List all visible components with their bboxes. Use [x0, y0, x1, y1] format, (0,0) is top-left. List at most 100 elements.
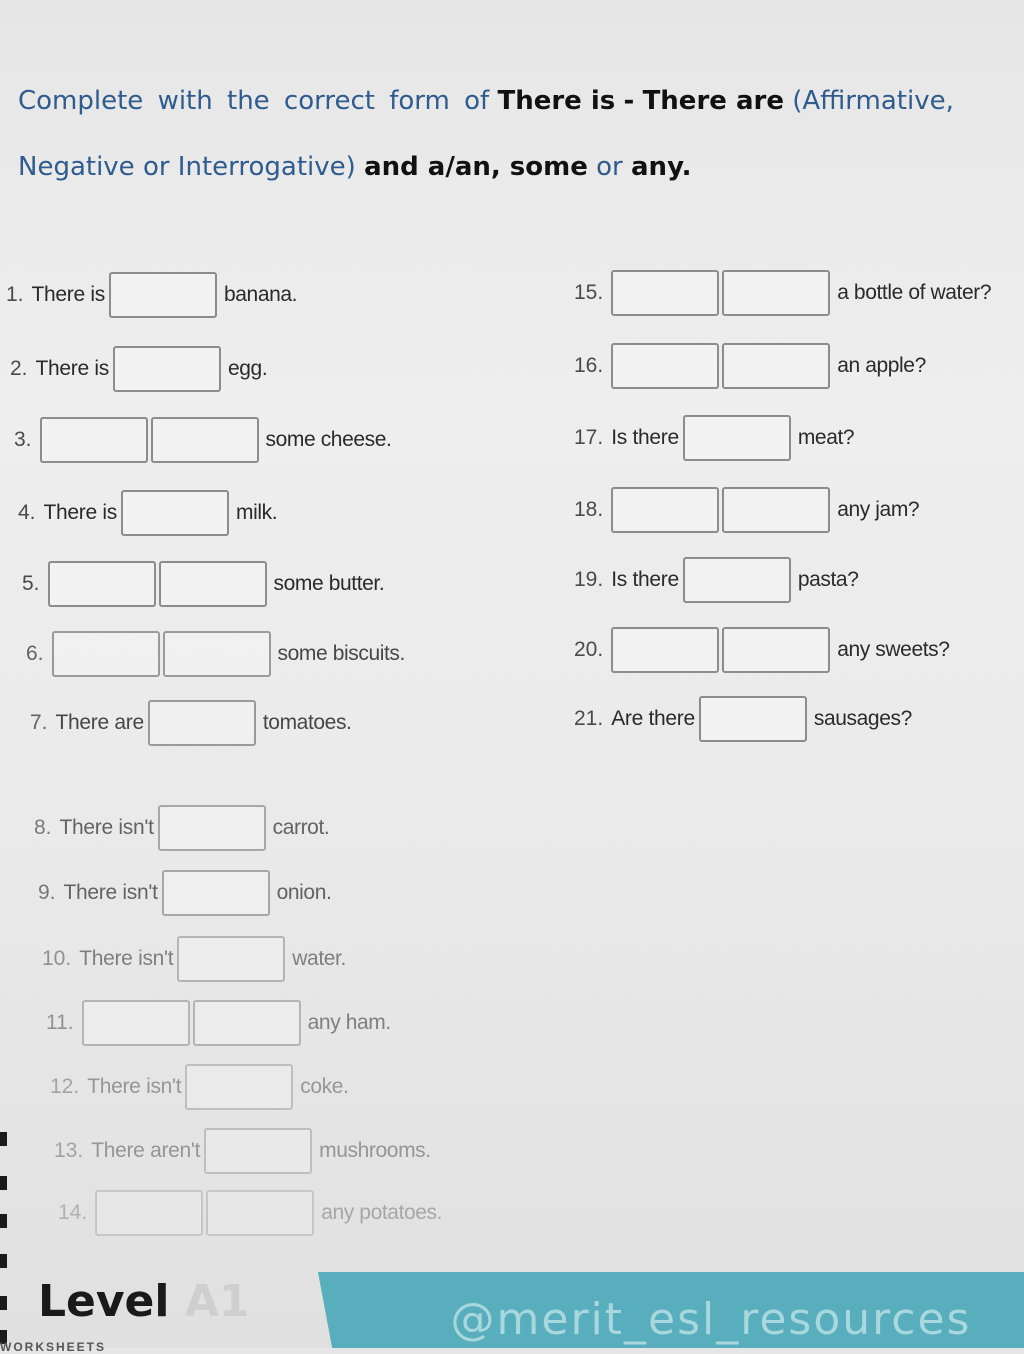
any-keyword: any. [631, 152, 692, 182]
answer-blank[interactable] [722, 487, 831, 533]
exercise-number: 2. [10, 357, 28, 380]
answer-blank[interactable] [611, 343, 720, 389]
footer-banner: @merit_esl_resources [318, 1272, 1024, 1348]
exercise-suffix: some biscuits. [277, 642, 406, 665]
level-code: A1 [184, 1276, 250, 1327]
answer-blank[interactable] [682, 557, 791, 603]
exercise-suffix: milk. [235, 501, 278, 524]
exercise-suffix: meat? [797, 426, 855, 449]
answer-blank[interactable] [81, 1000, 190, 1046]
exercise-number: 19. [574, 568, 604, 591]
answer-blank[interactable] [47, 561, 156, 607]
exercise-item-14: 14.any potatoes. [58, 1190, 443, 1236]
answer-blank[interactable] [161, 870, 270, 916]
exercise-suffix: any sweets? [837, 638, 950, 661]
exercise-number: 18. [574, 498, 604, 521]
exercise-suffix: a bottle of water? [837, 281, 992, 304]
exercise-prefix: There aren't [91, 1139, 201, 1162]
exercise-item-5: 5. some butter. [22, 561, 385, 607]
answer-blank[interactable] [698, 696, 807, 742]
answer-blank[interactable] [150, 417, 259, 463]
exercise-prefix: There isn't [79, 947, 174, 970]
answer-blank[interactable] [158, 561, 267, 607]
answer-blank[interactable] [147, 700, 256, 746]
binding-mark [0, 1132, 7, 1146]
there-is-keyword: There is [497, 86, 616, 116]
answer-blank[interactable] [162, 631, 271, 677]
level-word: Level [38, 1276, 170, 1327]
instructions-line-2: Negative or Interrogative) and a/an, som… [18, 134, 1008, 200]
answer-blank[interactable] [51, 631, 160, 677]
exercise-number: 5. [22, 572, 40, 595]
answer-blank[interactable] [722, 343, 831, 389]
exercise-number: 15. [574, 281, 604, 304]
exercise-suffix: any ham. [307, 1011, 392, 1034]
binding-mark [0, 1254, 7, 1268]
answer-blank[interactable] [39, 417, 148, 463]
answer-blank[interactable] [108, 272, 217, 318]
exercise-item-15: 15. a bottle of water? [574, 270, 992, 316]
instructions: Complete with the correct form of There … [18, 68, 1008, 200]
exercise-prefix: There are [55, 711, 145, 734]
answer-blank[interactable] [611, 627, 720, 673]
exercise-item-3: 3.some cheese. [14, 417, 392, 463]
answer-blank[interactable] [722, 627, 831, 673]
exercise-suffix: mushrooms. [319, 1139, 431, 1162]
articles-keyword: and a/an, some [364, 152, 588, 182]
exercise-suffix: banana. [223, 283, 298, 306]
answer-blank[interactable] [95, 1190, 204, 1236]
answer-blank[interactable] [112, 346, 221, 392]
exercise-suffix: egg. [227, 357, 268, 380]
exercise-suffix: sausages? [813, 707, 912, 730]
instruction-text: (Affirmative, [792, 86, 954, 116]
instruction-text: Negative or Interrogative) [18, 152, 356, 182]
binding-mark [0, 1296, 7, 1310]
exercise-suffix: an apple? [837, 354, 926, 377]
exercise-prefix: There isn't [63, 881, 158, 904]
exercise-suffix: pasta? [797, 568, 859, 591]
exercise-number: 13. [54, 1139, 84, 1162]
exercise-number: 14. [58, 1201, 88, 1224]
exercise-item-17: 17. Is there meat? [574, 415, 855, 461]
answer-blank[interactable] [204, 1128, 313, 1174]
answer-blank[interactable] [722, 270, 831, 316]
exercise-prefix: There is [43, 501, 118, 524]
answer-blank[interactable] [120, 490, 229, 536]
footer-subtext: WORKSHEETS [0, 1340, 107, 1354]
answer-blank[interactable] [682, 415, 791, 461]
answer-blank[interactable] [185, 1064, 294, 1110]
exercise-prefix: Are there [611, 707, 695, 730]
answer-blank[interactable] [611, 270, 720, 316]
dash: - [623, 86, 635, 116]
there-are-keyword: There are [642, 86, 784, 116]
exercise-number: 20. [574, 638, 604, 661]
exercise-suffix: some butter. [273, 572, 385, 595]
exercise-prefix: Is there [611, 426, 679, 449]
answer-blank[interactable] [157, 805, 266, 851]
exercise-number: 12. [50, 1075, 80, 1098]
instruction-text: or [596, 152, 623, 182]
answer-blank[interactable] [177, 936, 286, 982]
exercise-suffix: carrot. [272, 816, 330, 839]
exercise-number: 9. [38, 881, 56, 904]
instructions-line-1: Complete with the correct form of There … [18, 68, 1008, 134]
binding-mark [0, 1176, 7, 1190]
exercise-suffix: tomatoes. [262, 711, 352, 734]
exercise-number: 10. [42, 947, 72, 970]
binding-mark [0, 1330, 7, 1344]
answer-blank[interactable] [192, 1000, 301, 1046]
exercise-item-11: 11.any ham. [46, 1000, 391, 1046]
exercise-number: 6. [26, 642, 44, 665]
exercise-number: 17. [574, 426, 604, 449]
answer-blank[interactable] [206, 1190, 315, 1236]
exercise-number: 8. [34, 816, 52, 839]
exercise-item-16: 16.an apple? [574, 343, 926, 389]
exercise-suffix: water. [292, 947, 346, 970]
level-label: Level A1 [38, 1276, 249, 1327]
answer-blank[interactable] [611, 487, 720, 533]
